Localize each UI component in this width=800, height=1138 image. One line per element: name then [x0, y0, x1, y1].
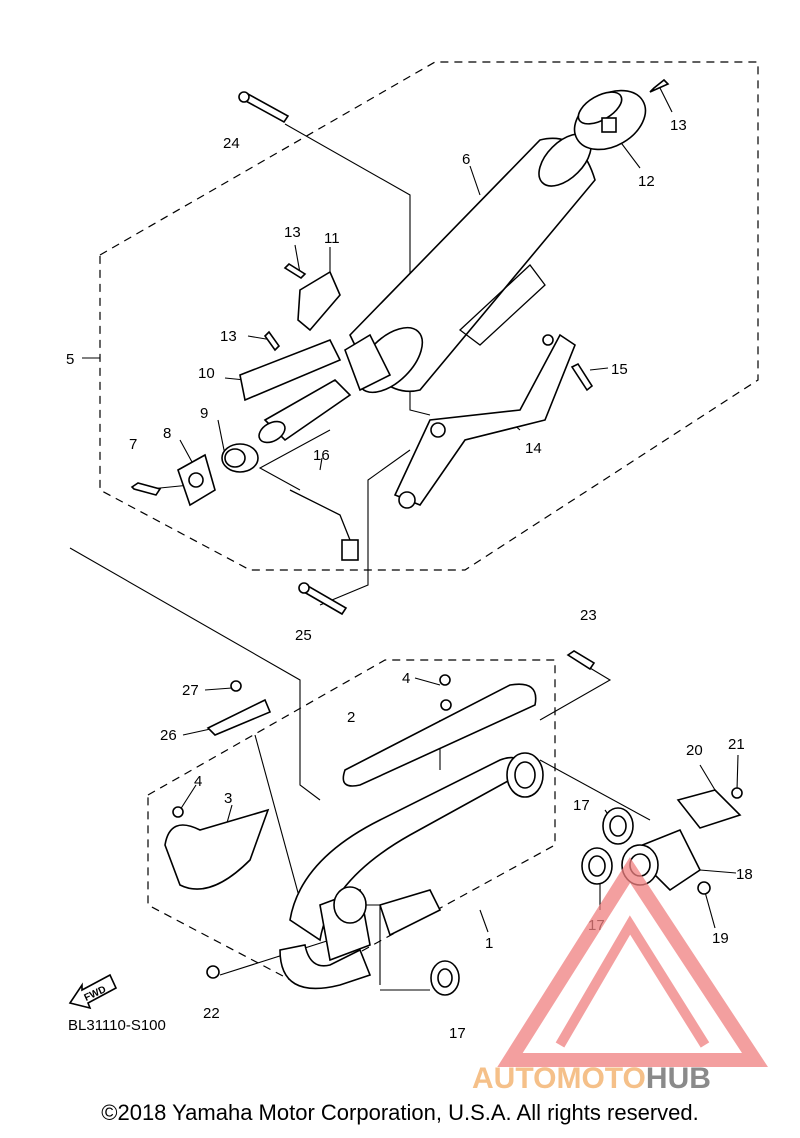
callout-4-lower: 4: [194, 773, 202, 790]
pipe-assembly-boundary: [147, 659, 556, 986]
callout-11: 11: [324, 230, 340, 247]
heat-protector-lower: [164, 808, 270, 890]
watermark-text: AUTOMOTOHUB: [472, 1062, 711, 1095]
callout-23: 23: [580, 607, 597, 624]
exhaust-pipe: [279, 752, 544, 990]
callout-18: 18: [736, 866, 753, 883]
callout-8: 8: [163, 425, 171, 442]
o2-sensor: [289, 489, 359, 561]
callout-13-protector: 13: [284, 224, 301, 241]
callout-13-pipe: 13: [220, 328, 237, 345]
callout-15: 15: [611, 361, 628, 378]
watermark-text-a: AUTOMOTO: [472, 1062, 646, 1095]
callout-5: 5: [66, 351, 74, 368]
muffler-assembly-boundary: [99, 61, 759, 571]
watermark-text-b: HUB: [646, 1062, 711, 1095]
copyright-notice: ©2018 Yamaha Motor Corporation, U.S.A. A…: [101, 1100, 699, 1125]
callout-24: 24: [223, 135, 240, 152]
callout-1: 1: [485, 935, 493, 952]
inner-pipe: [239, 333, 392, 444]
diagram-code: BL31110-S100: [68, 1017, 166, 1034]
callout-14: 14: [525, 440, 542, 457]
callout-3: 3: [224, 790, 232, 807]
gaskets-17: [430, 807, 634, 996]
callout-26: 26: [160, 727, 177, 744]
callout-13-cap: 13: [670, 117, 687, 134]
muffler-bracket: [393, 333, 576, 509]
clamp: [177, 453, 216, 507]
bolts-upper: [130, 78, 670, 616]
callout-19: 19: [712, 930, 729, 947]
callout-21: 21: [728, 736, 745, 753]
callout-12: 12: [638, 173, 655, 190]
watermark-logo-icon: [497, 857, 768, 1067]
heat-protector-small: [297, 270, 341, 332]
callout-6: 6: [462, 151, 470, 168]
fwd-arrow-icon: FWD: [68, 973, 118, 1010]
callout-10: 10: [198, 365, 215, 382]
callout-22: 22: [203, 1005, 220, 1022]
callout-2: 2: [347, 709, 355, 726]
callout-4: 4: [402, 670, 410, 687]
gasket-ring: [221, 443, 259, 473]
callout-9: 9: [200, 405, 208, 422]
end-cap: [573, 89, 647, 151]
small-cover: [206, 698, 272, 736]
callout-20: 20: [686, 742, 703, 759]
bolts-lower: [172, 650, 743, 979]
callout-17-c: 17: [449, 1025, 466, 1042]
callout-25: 25: [295, 627, 312, 644]
callout-27: 27: [182, 682, 199, 699]
heat-protector-upper: [342, 683, 537, 787]
callout-7: 7: [129, 436, 137, 453]
callout-16: 16: [313, 447, 330, 464]
callout-17-a: 17: [573, 797, 590, 814]
muffler-body: [349, 133, 596, 394]
